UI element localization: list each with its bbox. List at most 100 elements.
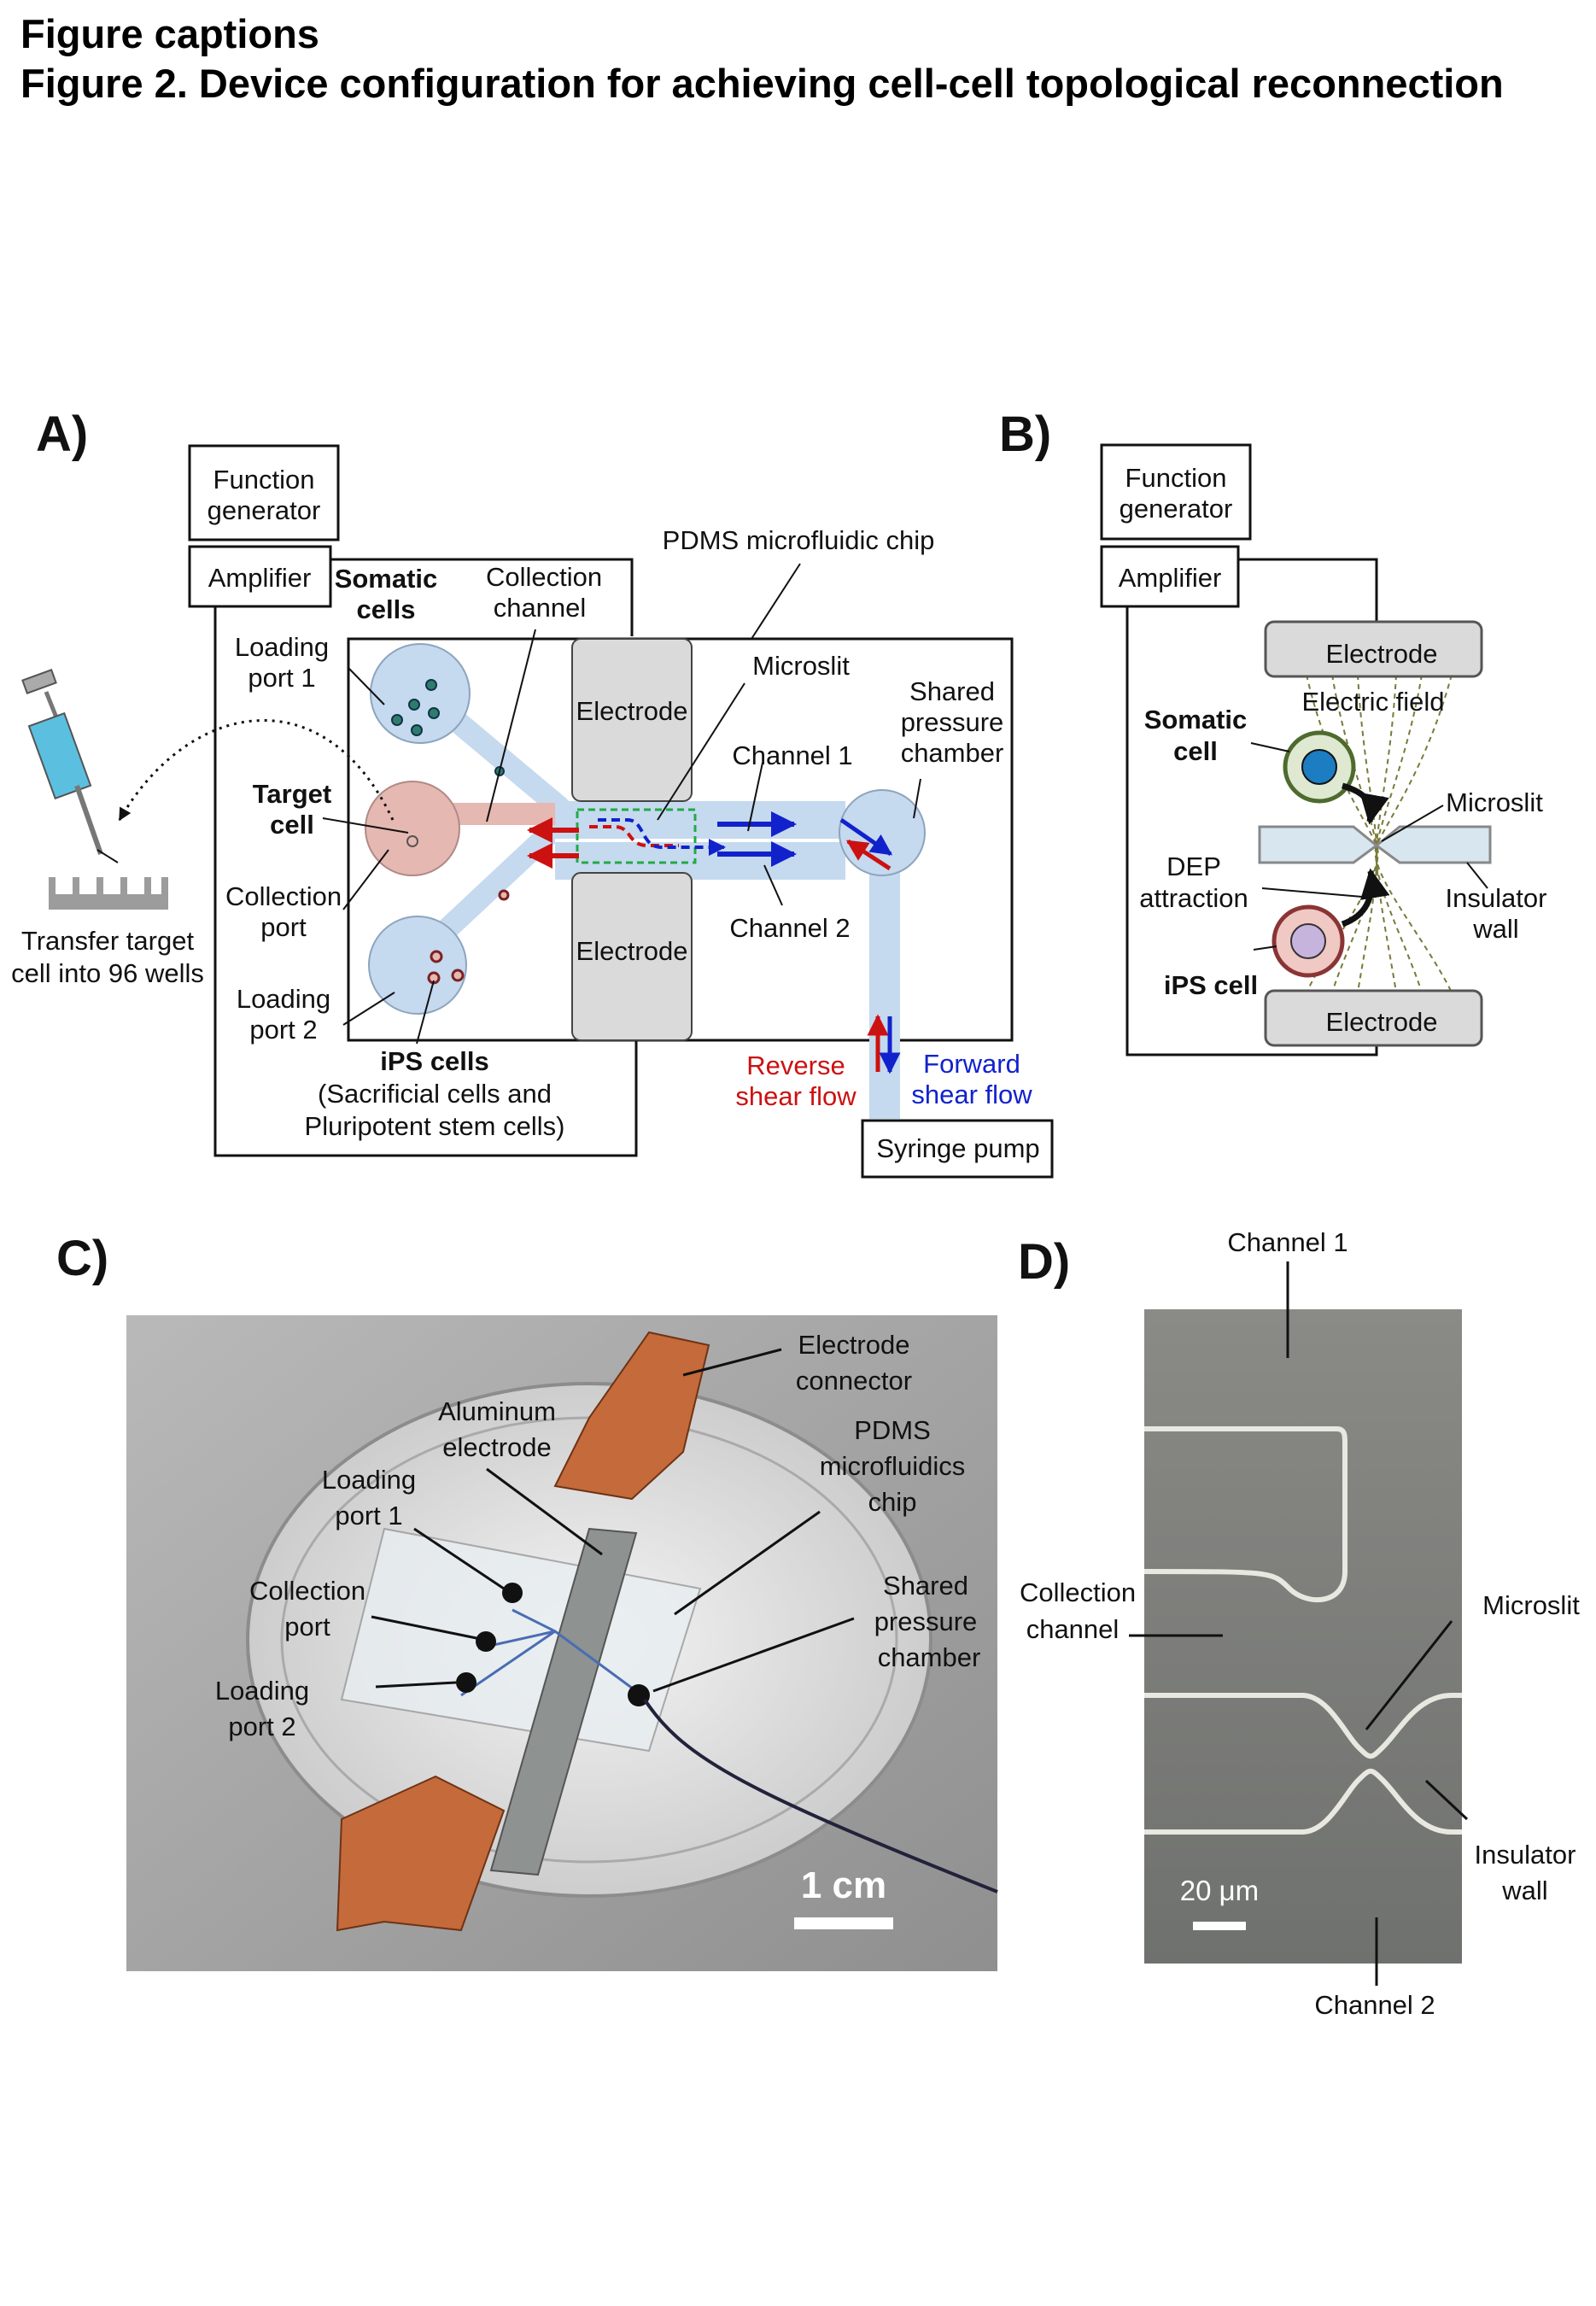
c-loading-port-1-label: Loading: [322, 1465, 416, 1495]
svg-text:shear flow: shear flow: [735, 1081, 856, 1111]
svg-text:Function: Function: [1125, 463, 1227, 493]
function-generator-box: [188, 444, 340, 541]
panel-a-letter: A): [36, 407, 88, 462]
aluminum-electrode-strip: [489, 1527, 638, 1876]
reverse-flow-label: Reverse: [746, 1051, 845, 1080]
channel-1-label: Channel 1: [732, 740, 852, 770]
transfer-arrow: [118, 718, 395, 822]
figure-title: Figure 2. Device configuration for achie…: [20, 61, 1504, 106]
panel-a-leaders: [322, 563, 921, 1045]
c-collection-port-label: Collection: [249, 1576, 365, 1606]
c-scale-bar: [794, 1917, 893, 1929]
b-function-generator-box: [1100, 443, 1252, 541]
d-insulator-label: Insulator: [1475, 1840, 1576, 1870]
svg-text:microfluidics: microfluidics: [820, 1451, 966, 1481]
b-electrode-top: [1264, 620, 1483, 678]
svg-text:electrode: electrode: [442, 1432, 552, 1462]
well-plate-icon: [49, 877, 168, 910]
copper-connector-bottom: [336, 1775, 506, 1932]
panel-d-leaders: [1129, 1261, 1469, 1986]
transfer-label: Transfer target: [21, 926, 195, 956]
b-amplifier-box: [1100, 545, 1240, 608]
collection-port-label: Collection: [225, 881, 342, 911]
pdms-label: PDMS: [854, 1415, 931, 1445]
d-channel-2-label: Channel 2: [1314, 1990, 1435, 2020]
c-scale-label: 1 cm: [801, 1864, 886, 1906]
svg-text:cell into 96 wells: cell into 96 wells: [11, 958, 204, 988]
insulator-wall: [1258, 825, 1492, 864]
panel-c-letter: C): [56, 1231, 108, 1286]
svg-text:Electrode: Electrode: [576, 696, 688, 726]
svg-text:pressure: pressure: [874, 1607, 978, 1636]
svg-text:port: port: [260, 912, 307, 942]
svg-text:port: port: [284, 1612, 330, 1642]
ips-cell-dots: [427, 889, 510, 985]
svg-text:generator: generator: [208, 495, 321, 525]
somatic-cell-label: Somatic: [1144, 705, 1248, 735]
svg-text:Pluripotent stem cells): Pluripotent stem cells): [305, 1111, 565, 1141]
b-electrode-bottom: [1264, 989, 1483, 1047]
svg-text:chamber: chamber: [901, 738, 1004, 768]
aluminum-electrode-label: Aluminum: [438, 1396, 556, 1426]
tubing: [643, 1698, 998, 1893]
svg-text:connector: connector: [796, 1366, 912, 1396]
shared-chamber-label: Shared: [909, 676, 995, 706]
svg-text:attraction: attraction: [1139, 883, 1248, 913]
svg-text:port 1: port 1: [335, 1501, 402, 1531]
dep-label: DEP: [1166, 852, 1221, 881]
collection-port: [365, 781, 460, 876]
panel-b-leaders: [1250, 742, 1488, 951]
c-shared-chamber-label: Shared: [883, 1571, 968, 1601]
d-collection-channel-label: Collection: [1020, 1577, 1136, 1607]
panel-c: C) Electrode connector Aluminum electrod…: [56, 1231, 998, 1971]
loading-port-1-label: Loading: [235, 632, 329, 662]
b-microslit-label: Microslit: [1446, 787, 1543, 817]
target-cell-label: Target: [253, 779, 331, 809]
panel-b: B) Function generator Amplifier Electrod…: [999, 407, 1547, 1056]
function-generator-label: Function: [213, 465, 315, 495]
electrode-bottom: [571, 872, 693, 1041]
panel-b-letter: B): [999, 407, 1051, 462]
channel-2-label: Channel 2: [729, 913, 850, 943]
syringe-pump-label: Syringe pump: [876, 1133, 1039, 1163]
outlet-channel: [869, 854, 900, 1119]
svg-text:Amplifier: Amplifier: [1119, 563, 1222, 593]
svg-text:chamber: chamber: [878, 1642, 981, 1672]
svg-text:Electrode: Electrode: [1326, 1007, 1438, 1037]
target-cell-dot: [406, 835, 418, 847]
svg-text:cells: cells: [357, 594, 416, 624]
svg-text:generator: generator: [1120, 494, 1233, 524]
forward-flow-path: [598, 818, 726, 856]
svg-text:wall: wall: [1501, 1876, 1547, 1905]
syringe-pump-box: [861, 1119, 1054, 1179]
copper-connector-top: [553, 1331, 710, 1501]
electrode-top: [571, 638, 693, 802]
svg-text:channel: channel: [1026, 1614, 1120, 1644]
svg-text:channel: channel: [494, 593, 587, 623]
photo-collection-port: [476, 1631, 496, 1652]
ips-cell-label: iPS cell: [1164, 970, 1258, 1000]
ips-cells-label: iPS cells: [380, 1046, 489, 1076]
svg-text:cell: cell: [1173, 736, 1218, 766]
ips-note: (Sacrificial cells and: [318, 1079, 552, 1109]
insulator-label: Insulator: [1446, 883, 1547, 913]
svg-text:port 1: port 1: [248, 663, 315, 693]
electric-field-label: Electric field: [1301, 687, 1444, 717]
amplifier-label: Amplifier: [208, 563, 312, 593]
loading-port-2: [368, 916, 467, 1015]
svg-text:port 2: port 2: [228, 1712, 295, 1741]
panel-a: A) Function generator Amplifier: [11, 407, 1054, 1179]
collection-channel-label: Collection: [486, 562, 602, 592]
microslit-region: [576, 808, 697, 864]
forward-flow-label: Forward: [923, 1049, 1020, 1079]
d-scale-label: 20 μm: [1180, 1875, 1259, 1906]
svg-text:Electrode: Electrode: [576, 936, 688, 966]
panel-d: D) Channel 1 Collection channel Microsli…: [1018, 1227, 1580, 2020]
panel-d-letter: D): [1018, 1234, 1070, 1290]
micrograph-channel-walls: [1143, 1426, 1462, 1835]
photo-loading-port-2: [456, 1672, 476, 1693]
svg-text:cell: cell: [270, 810, 314, 840]
d-scale-bar: [1193, 1922, 1246, 1930]
microslit-label: Microslit: [752, 651, 850, 681]
